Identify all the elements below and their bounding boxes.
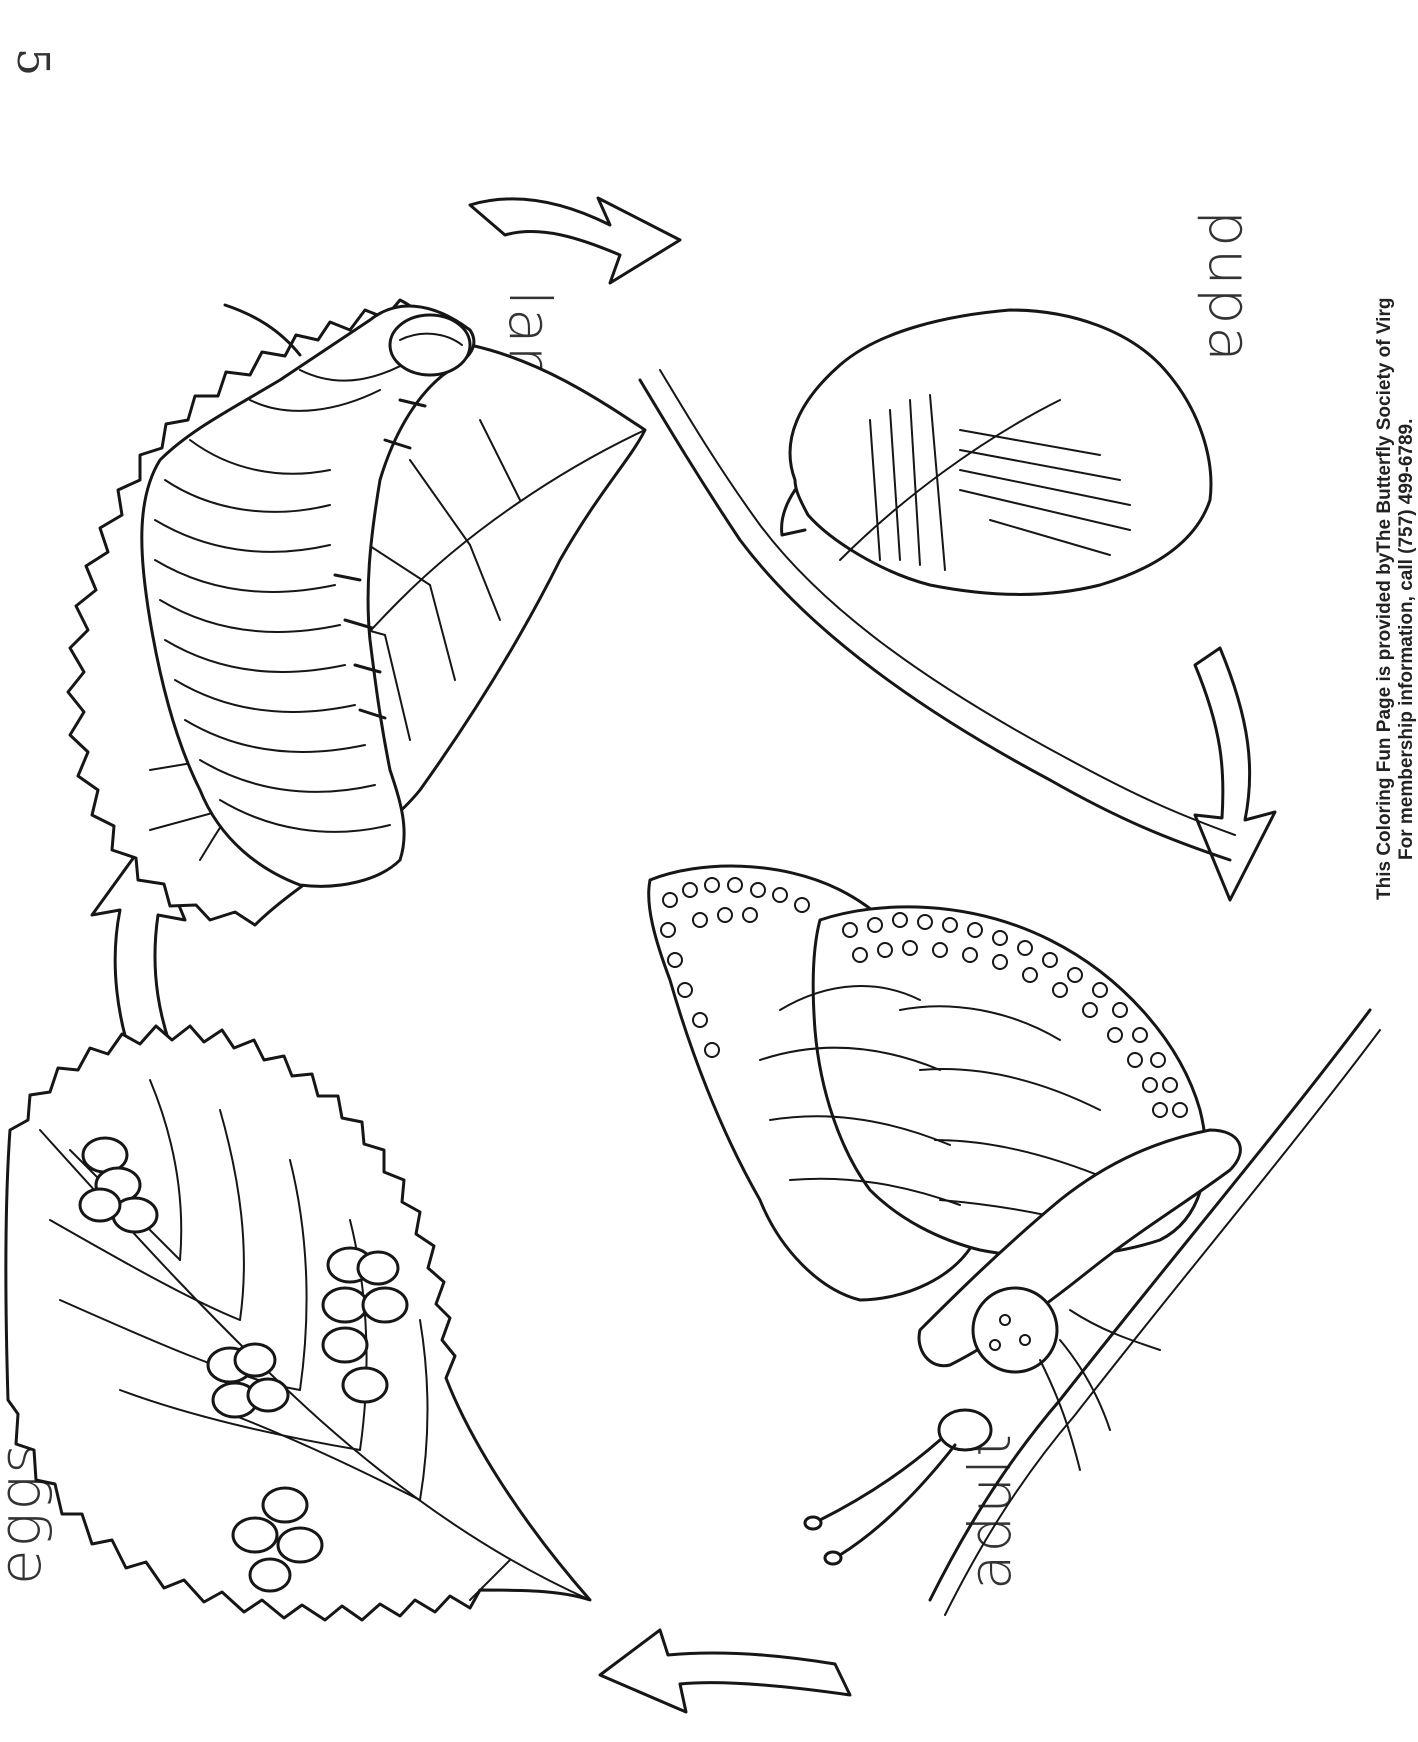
- egg: [233, 1518, 277, 1552]
- credit-text: This Coloring Fun Page is provided byThe…: [1374, 298, 1417, 900]
- credit-line-2: For membership information, call (757) 4…: [1396, 419, 1417, 860]
- credit-line-1: This Coloring Fun Page is provided byThe…: [1374, 298, 1395, 900]
- page-number-mark: 5: [7, 48, 58, 76]
- egg: [323, 1328, 367, 1362]
- adult-butterfly: [649, 866, 1241, 1564]
- egg: [323, 1288, 367, 1322]
- arrow-larva-to-pupa: [470, 198, 680, 283]
- egg: [358, 1252, 398, 1284]
- label-pupa: pupa: [1196, 210, 1264, 364]
- egg: [278, 1528, 322, 1562]
- egg: [363, 1288, 407, 1322]
- arrow-adult-to-eggs: [600, 1630, 850, 1712]
- egg: [343, 1368, 387, 1402]
- egg: [80, 1189, 120, 1221]
- egg: [235, 1344, 275, 1376]
- pupa-chrysalis: [782, 310, 1211, 594]
- egg: [250, 1559, 290, 1591]
- egg: [248, 1379, 288, 1411]
- label-adult: adult: [956, 1432, 1024, 1590]
- butterfly-head: [939, 1410, 991, 1450]
- egg: [263, 1488, 307, 1522]
- caterpillar-head: [390, 315, 470, 375]
- antenna: [820, 1440, 940, 1520]
- butterfly-thorax: [973, 1288, 1057, 1372]
- arrow-pupa-to-adult: [1195, 648, 1275, 900]
